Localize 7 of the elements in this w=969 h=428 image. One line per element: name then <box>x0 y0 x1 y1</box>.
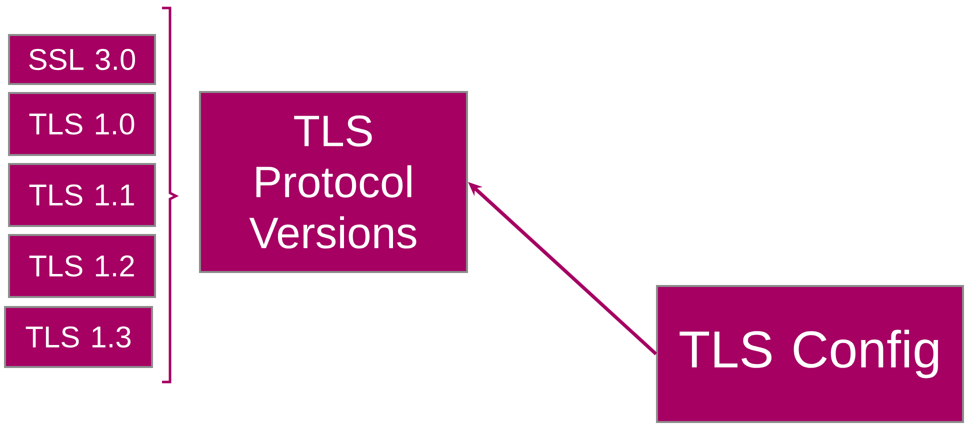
version-box: TLS Config <box>656 285 964 423</box>
version-box: TLS 1.0 <box>8 92 156 156</box>
version-box: SSL 3.0 <box>8 34 156 85</box>
version-box: TLS 1.1 <box>8 163 156 227</box>
version-box: TLS 1.3 <box>4 306 154 368</box>
version-box: TLS Protocol Versions <box>199 91 468 273</box>
version-box: TLS 1.2 <box>8 234 156 298</box>
